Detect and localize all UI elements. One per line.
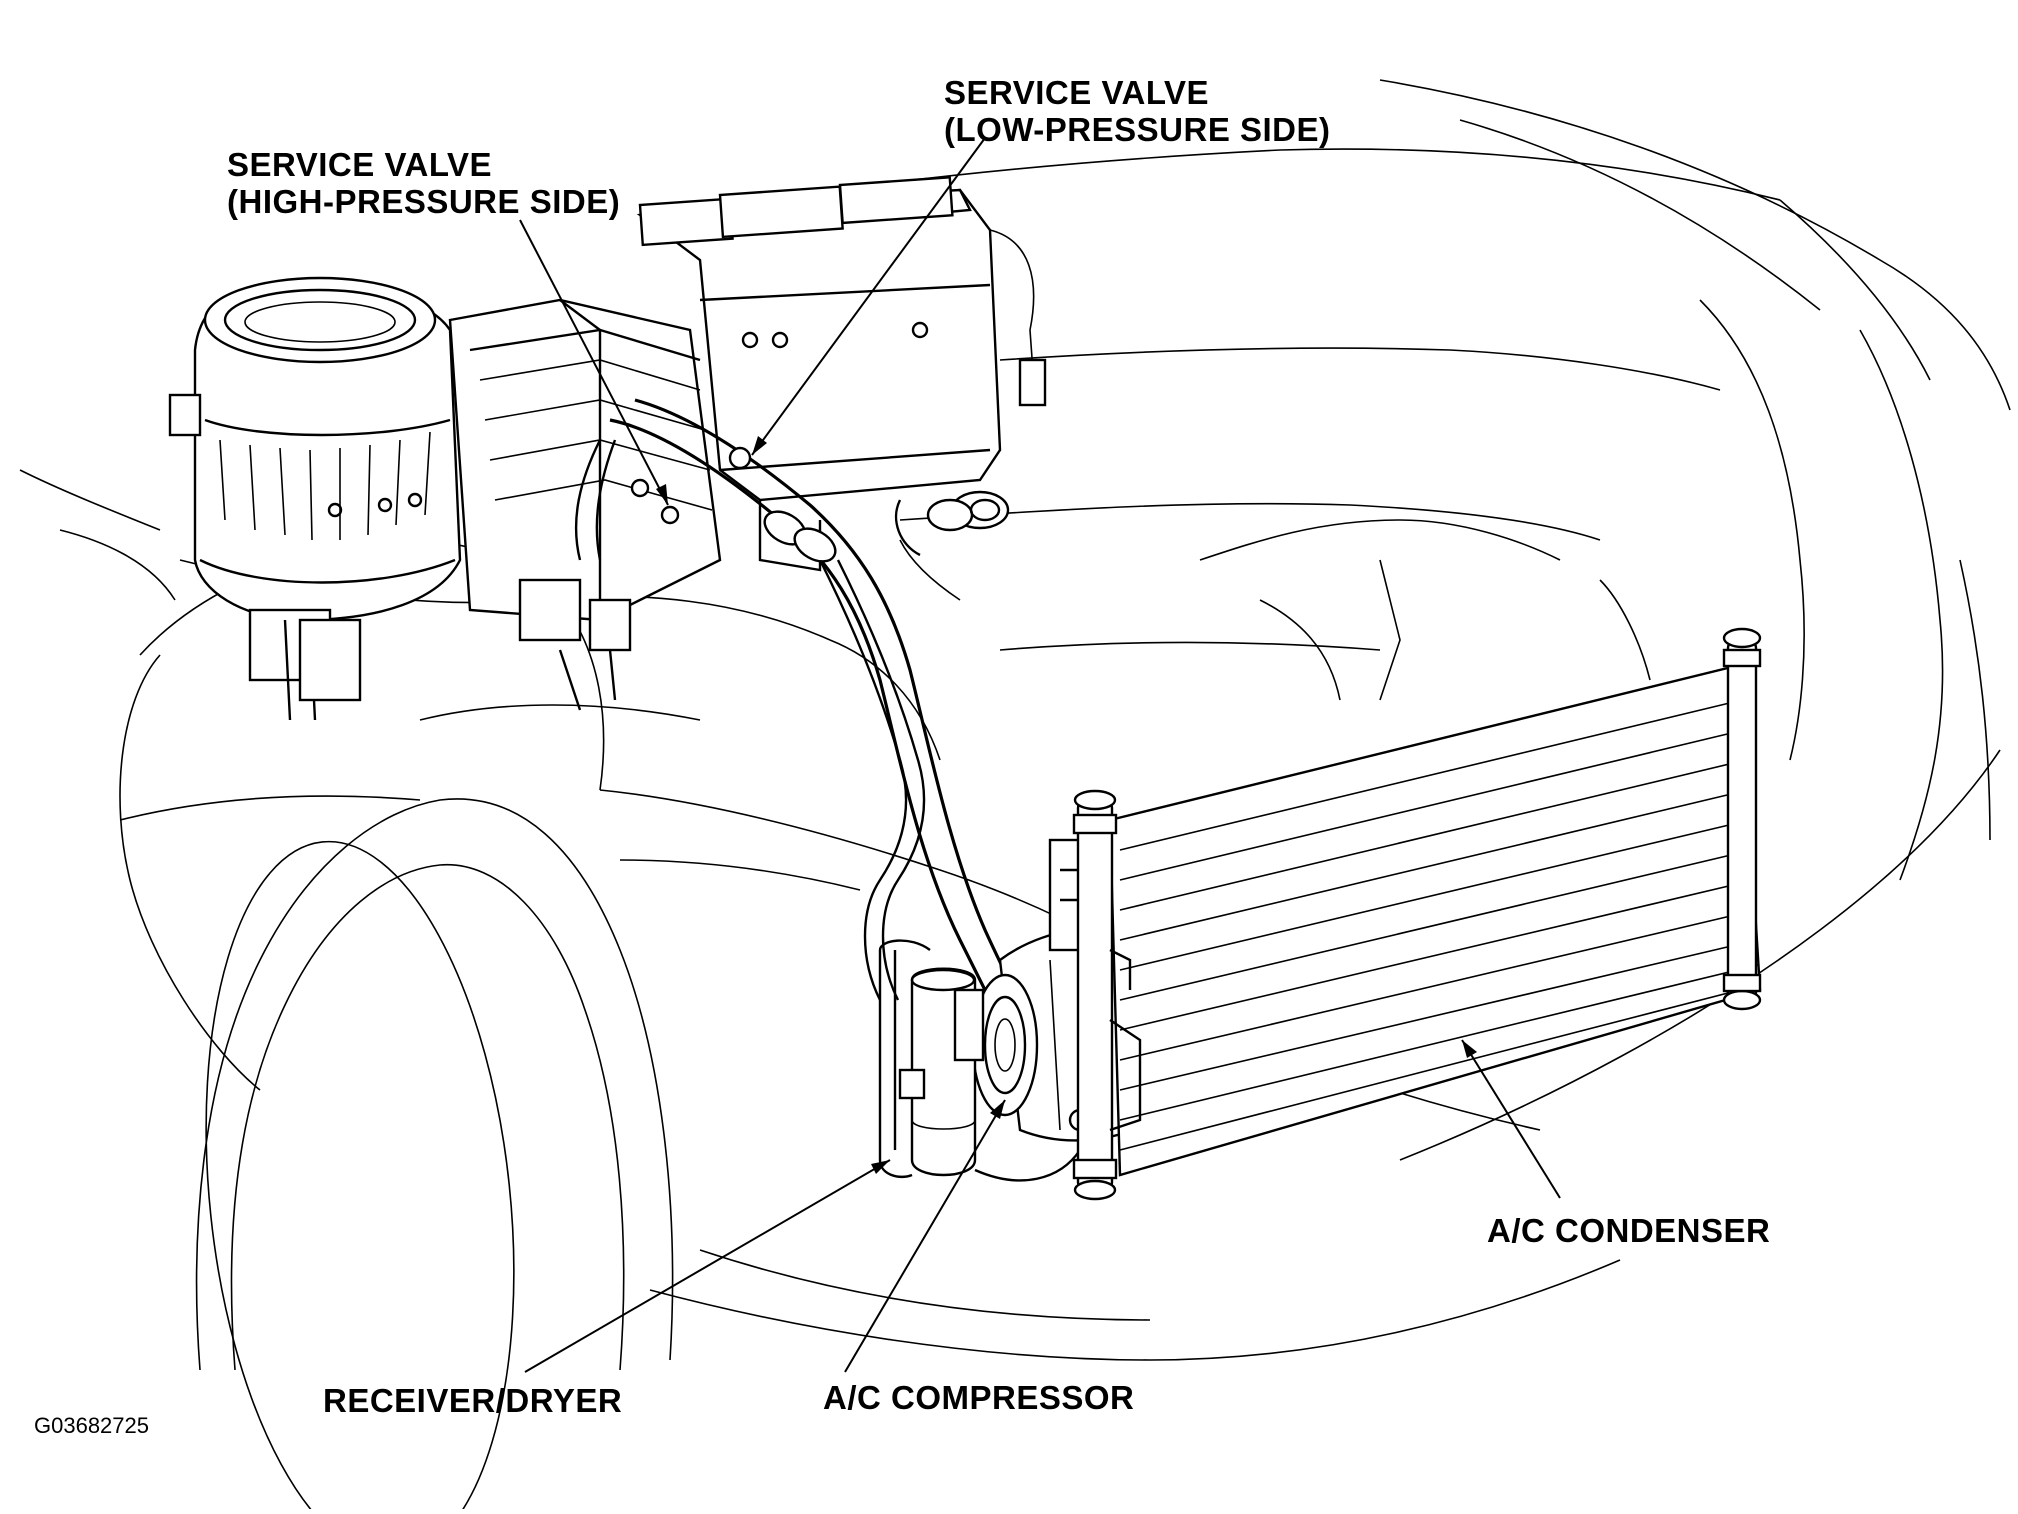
arrow-head — [990, 1100, 1005, 1119]
arrow-head — [752, 436, 767, 455]
ac-compressor-label: A/C COMPRESSOR — [823, 1379, 1134, 1416]
evaporator-housing — [448, 298, 722, 711]
arrow-head — [656, 484, 668, 505]
arrow-head — [871, 1160, 890, 1174]
service-valve-low-label: SERVICE VALVE (LOW-PRESSURE SIDE) — [944, 74, 1331, 148]
ac-condenser-label: A/C CONDENSER — [1487, 1212, 1770, 1249]
figure-id: G03682725 — [34, 1413, 149, 1438]
blower-unit — [168, 276, 462, 721]
service-valve-high-line1: SERVICE VALVE — [227, 146, 493, 183]
heater-unit — [636, 176, 1047, 601]
receiver-dryer — [878, 939, 1081, 1182]
leader-lines — [519, 137, 1561, 1373]
service-valve-high-label: SERVICE VALVE (HIGH-PRESSURE SIDE) — [227, 146, 620, 220]
receiver-dryer-text: RECEIVER/DRYER — [323, 1382, 623, 1419]
ac-condenser — [1072, 627, 1762, 1201]
service-valve-low-line1: SERVICE VALVE — [944, 74, 1210, 111]
ac-condenser-text: A/C CONDENSER — [1487, 1212, 1771, 1249]
service-valve-low-line2: (LOW-PRESSURE SIDE) — [944, 111, 1331, 148]
arrow-head — [1462, 1040, 1477, 1058]
ac-compressor-text: A/C COMPRESSOR — [823, 1379, 1135, 1416]
service-valve-high-line2: (HIGH-PRESSURE SIDE) — [227, 183, 621, 220]
receiver-dryer-label: RECEIVER/DRYER — [323, 1382, 622, 1419]
